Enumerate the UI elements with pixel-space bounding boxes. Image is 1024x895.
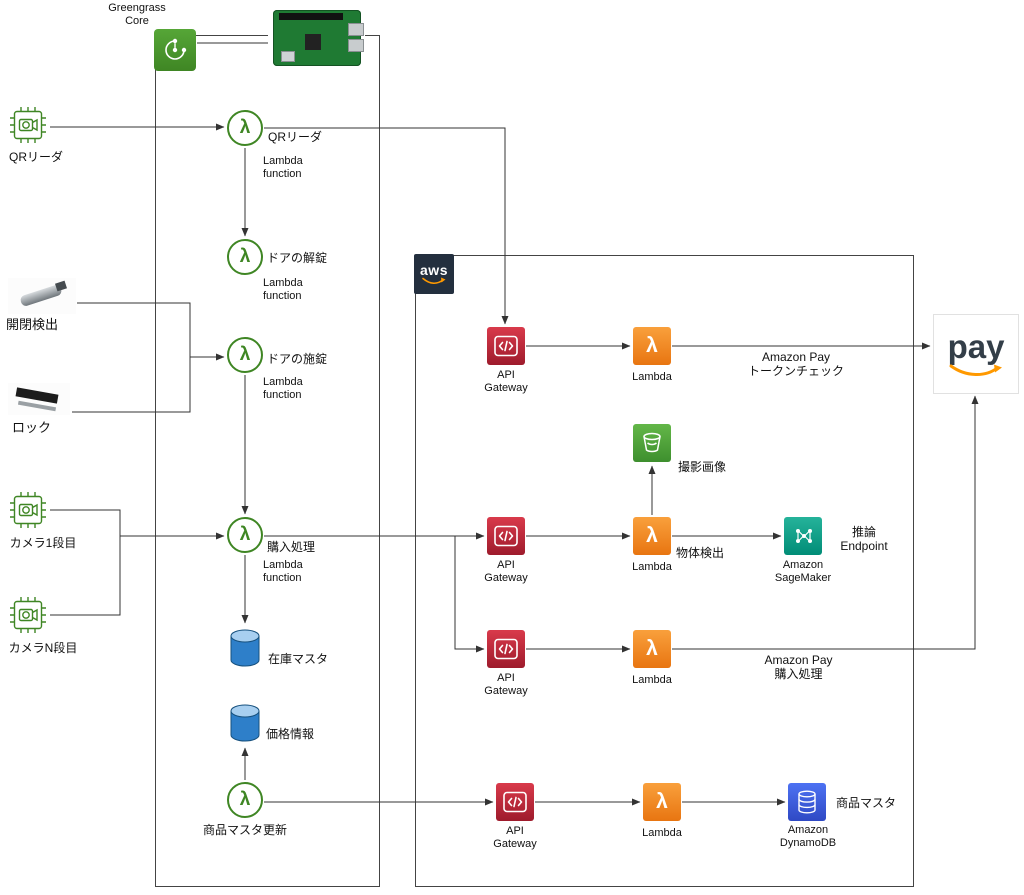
lock-device-image	[8, 383, 70, 415]
lambda-symbol: λ	[646, 524, 658, 547]
pi-usb-port	[347, 23, 364, 36]
aws-cloud-boundary	[415, 255, 914, 887]
api-gateway-icon-2	[487, 517, 525, 555]
dynamodb-label: Amazon DynamoDB	[779, 824, 837, 850]
lambda-symbol: λ	[239, 524, 251, 545]
price-info-datastore-icon	[227, 702, 263, 749]
api-gateway-glyph	[494, 525, 518, 547]
api-gateway-icon-3	[487, 630, 525, 668]
api-gateway-icon-1	[487, 327, 525, 365]
amazon-pay-logo: pay	[933, 314, 1019, 394]
lambda-icon-3: λ	[633, 630, 671, 668]
lambda-label-2: Lambda	[632, 561, 672, 573]
connector-sensors-junction	[72, 302, 191, 413]
open-close-sensor-label: 開閉検出	[6, 317, 59, 332]
lambda-symbol: λ	[656, 790, 668, 813]
lambda-symbol: λ	[239, 344, 251, 365]
bucket-glyph	[643, 432, 661, 453]
api-gateway-label-1: API Gateway	[484, 369, 528, 395]
qr-reader-device-icon	[8, 105, 48, 150]
aws-wordmark: aws	[420, 262, 448, 278]
qr-reader-device-label: QRリーダ	[8, 150, 63, 164]
lambda-label-3: Lambda	[632, 674, 672, 686]
api-gateway-label-2: API Gateway	[484, 559, 528, 585]
lock-device-label: ロック	[12, 420, 52, 435]
pi-usb-port	[347, 39, 364, 52]
pi-board	[272, 10, 364, 66]
aws-logo: aws	[414, 254, 454, 294]
camera-tierN-label: カメラN段目	[8, 641, 78, 655]
gg-lambda-qr-title: QRリーダ	[268, 130, 323, 144]
gg-lambda-unlock-subtitle: Lambda function	[263, 277, 303, 303]
lambda-icon-4: λ	[643, 783, 681, 821]
greengrass-icon	[154, 29, 196, 71]
connector-lambda3-to-pay	[672, 395, 979, 650]
object-detection-note: 物体検出	[676, 546, 725, 560]
gg-lambda-purchase-title: 購入処理	[267, 540, 316, 554]
api-gateway-glyph	[494, 335, 518, 357]
raspberry-pi-image	[268, 6, 365, 70]
gg-lambda-lock-icon: λ	[227, 337, 263, 373]
sagemaker-glyph	[796, 529, 812, 543]
gg-lambda-unlock-title: ドアの解錠	[267, 251, 328, 265]
amazon-pay-wordmark: pay	[947, 327, 1005, 365]
amazon-pay-purchase-note: Amazon Pay 購入処理	[764, 653, 833, 682]
s3-bucket-icon	[633, 424, 671, 462]
dynamodb-glyph	[798, 790, 816, 814]
greengrass-core-boundary	[155, 35, 380, 887]
gg-lambda-lock-title: ドアの施錠	[267, 352, 328, 366]
greengrass-core-label: Greengrass Core	[108, 2, 166, 28]
amazon-smile-icon	[422, 277, 446, 284]
gg-lambda-qr-icon: λ	[227, 110, 263, 146]
camera-tier1-device-icon	[8, 490, 48, 535]
product-master-note: 商品マスタ	[836, 796, 897, 810]
lambda-icon-2: λ	[633, 517, 671, 555]
captured-image-label: 撮影画像	[678, 460, 727, 474]
amazon-pay-token-check-note: Amazon Pay トークンチェック	[747, 350, 844, 379]
gg-lambda-master-update-title: 商品マスタ更新	[202, 823, 287, 837]
lambda-label-4: Lambda	[642, 827, 682, 839]
price-info-label: 価格情報	[266, 727, 315, 741]
stock-master-datastore-icon	[227, 627, 263, 674]
gg-lambda-qr-subtitle: Lambda function	[263, 155, 303, 181]
api-gateway-label-4: API Gateway	[493, 825, 537, 851]
lambda-symbol: λ	[239, 246, 251, 267]
inference-endpoint-note: 推論 Endpoint	[840, 525, 888, 554]
connector-purchase-to-apigw3	[454, 536, 485, 653]
pi-component	[280, 51, 295, 62]
lambda-symbol: λ	[239, 117, 251, 138]
sensor-tip	[55, 280, 67, 292]
gg-lambda-unlock-icon: λ	[227, 239, 263, 275]
gg-lambda-purchase-icon: λ	[227, 517, 263, 553]
pi-gpio-header	[278, 13, 343, 20]
gg-lambda-purchase-subtitle: Lambda function	[263, 559, 303, 585]
gg-lambda-lock-subtitle: Lambda function	[263, 376, 303, 402]
camera-tierN-device-icon	[8, 595, 48, 640]
api-gateway-label-3: API Gateway	[484, 672, 528, 698]
lambda-symbol: λ	[646, 334, 658, 357]
sagemaker-label: Amazon SageMaker	[774, 559, 832, 585]
pi-chip	[304, 34, 321, 50]
connector-cameras-junction	[50, 509, 121, 616]
connector-qrlambda-to-apigw1	[264, 127, 509, 325]
api-gateway-icon-4	[496, 783, 534, 821]
camera-tier1-label: カメラ1段目	[9, 536, 77, 550]
open-close-sensor-image	[8, 278, 76, 314]
lambda-symbol: λ	[646, 637, 658, 660]
api-gateway-glyph	[503, 791, 527, 813]
greengrass-glyph	[165, 38, 187, 60]
lambda-symbol: λ	[239, 789, 251, 810]
amazon-smile-icon	[949, 364, 1002, 376]
sagemaker-icon	[784, 517, 822, 555]
lambda-label-1: Lambda	[632, 371, 672, 383]
gg-lambda-master-update-icon: λ	[227, 782, 263, 818]
api-gateway-glyph	[494, 638, 518, 660]
dynamodb-icon	[788, 783, 826, 821]
stock-master-label: 在庫マスタ	[268, 652, 329, 666]
lambda-icon-1: λ	[633, 327, 671, 365]
